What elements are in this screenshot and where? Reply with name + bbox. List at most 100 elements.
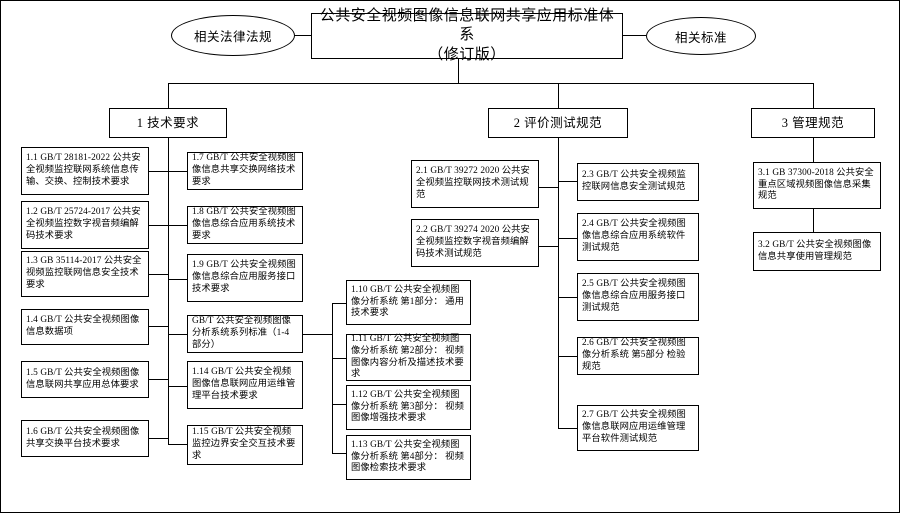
connector-drop-sec2 bbox=[558, 83, 559, 108]
node-1.9-label: 1.9 GB/T 公共安全视频图像信息综合应用服务接口技术要求 bbox=[192, 260, 296, 294]
node-1.3[interactable]: 1.3 GB 35114-2017 公共安全视频监控联网信息安全技术要求 bbox=[21, 251, 149, 297]
node-2.7[interactable]: 2.7 GB/T 公共安全视频图像信息联网应用运维管理平台软件测试规范 bbox=[577, 405, 699, 451]
node-1.12[interactable]: 1.12 GB/T 公共安全视频图像分析系统 第3部分： 视频图像增强技术要求 bbox=[346, 385, 471, 430]
node-1.8-label: 1.8 GB/T 公共安全视频图像信息综合应用系统技术要求 bbox=[192, 207, 296, 241]
connector-series-1.12 bbox=[332, 404, 346, 405]
connector-sec2-2.5 bbox=[558, 297, 577, 298]
connector-sec1-1.7 bbox=[168, 171, 187, 172]
node-2.6[interactable]: 2.6 GB/T 公共安全视频图像分析系统 第5部分 检验规范 bbox=[577, 337, 699, 375]
node-right-ellipse[interactable]: 相关标准 bbox=[646, 17, 756, 55]
node-1.13-label: 1.13 GB/T 公共安全视频图像分析系统 第4部分： 视频图像检索技术要求 bbox=[351, 439, 464, 474]
connector-sec1-1.15 bbox=[168, 444, 187, 445]
node-3.2[interactable]: 3.2 GB/T 公共安全视频图像信息共享使用管理规范 bbox=[753, 232, 881, 271]
connector-series-1.10 bbox=[332, 303, 346, 304]
node-2.5-label: 2.5 GB/T 公共安全视频图像信息综合应用服务接口测试规范 bbox=[582, 279, 686, 313]
connector-sec3-3.1-3.2 bbox=[813, 209, 814, 232]
node-series-label: GB/T 公共安全视频图像分析系统系列标准（1-4部分） bbox=[192, 316, 292, 350]
connector-title-down bbox=[458, 59, 459, 83]
node-1.10-label: 1.10 GB/T 公共安全视频图像分析系统 第1部分： 通用技术要求 bbox=[351, 284, 464, 319]
connector-sec1-1.3 bbox=[149, 274, 168, 275]
node-section-3[interactable]: 3 管理规范 bbox=[751, 108, 875, 138]
node-3.1[interactable]: 3.1 GB 37300-2018 公共安全重点区域视频图像信息采集规范 bbox=[753, 162, 881, 209]
node-2.2[interactable]: 2.2 GB/T 39274 2020 公共安全视频监控数字视音频编解码技术测试… bbox=[411, 219, 539, 267]
title-text: 公共安全视频图像信息联网共享应用标准体系 （修订版） bbox=[316, 7, 618, 65]
connector-sec1-1.14 bbox=[168, 386, 187, 387]
connector-left-ellipse bbox=[294, 35, 312, 36]
connector-sec1-1.4 bbox=[149, 326, 168, 327]
node-1.5[interactable]: 1.5 GB/T 公共安全视频图像信息联网共享应用总体要求 bbox=[21, 361, 149, 398]
node-1.2-label: 1.2 GB/T 25724-2017 公共安全视频监控数字视音频编解码技术要求 bbox=[26, 207, 141, 241]
node-1.2[interactable]: 1.2 GB/T 25724-2017 公共安全视频监控数字视音频编解码技术要求 bbox=[21, 201, 149, 249]
node-1.11-label: 1.11 GB/T 公共安全视频图像分析系统 第2部分： 视频图像内容分析及描述… bbox=[351, 333, 464, 380]
section-1-label: 1 技术要求 bbox=[136, 116, 200, 130]
node-1.6-label: 1.6 GB/T 公共安全视频图像共享交换平台技术要求 bbox=[26, 426, 140, 449]
node-2.3-label: 2.3 GB/T 公共安全视频监控联网信息安全测试规范 bbox=[582, 170, 686, 192]
connector-drop-sec3 bbox=[813, 83, 814, 108]
node-1.11[interactable]: 1.11 GB/T 公共安全视频图像分析系统 第2部分： 视频图像内容分析及描述… bbox=[346, 334, 471, 381]
connector-main-bus bbox=[168, 83, 813, 84]
connector-series-1.13 bbox=[332, 453, 346, 454]
node-2.7-label: 2.7 GB/T 公共安全视频图像信息联网应用运维管理平台软件测试规范 bbox=[582, 410, 686, 444]
connector-series-out bbox=[303, 334, 332, 335]
section-3-label: 3 管理规范 bbox=[781, 116, 845, 130]
connector-sec1-1.8 bbox=[168, 225, 187, 226]
connector-sec1-series bbox=[168, 334, 187, 335]
node-1.8[interactable]: 1.8 GB/T 公共安全视频图像信息综合应用系统技术要求 bbox=[187, 206, 303, 244]
connector-sec3-drop bbox=[813, 138, 814, 162]
node-2.6-label: 2.6 GB/T 公共安全视频图像分析系统 第5部分 检验规范 bbox=[582, 338, 686, 372]
node-left-ellipse[interactable]: 相关法律法规 bbox=[171, 15, 295, 56]
node-2.3[interactable]: 2.3 GB/T 公共安全视频监控联网信息安全测试规范 bbox=[577, 163, 699, 201]
left-ellipse-label: 相关法律法规 bbox=[193, 30, 272, 44]
connector-series-subspine bbox=[332, 303, 333, 453]
node-2.1-label: 2.1 GB/T 39272 2020 公共安全视频监控联网技术测试规范 bbox=[416, 166, 530, 200]
node-1.4-label: 1.4 GB/T 公共安全视频图像信息数据项 bbox=[26, 315, 140, 337]
node-3.2-label: 3.2 GB/T 公共安全视频图像信息共享使用管理规范 bbox=[758, 239, 872, 262]
connector-sec1-1.5 bbox=[149, 379, 168, 380]
node-2.5[interactable]: 2.5 GB/T 公共安全视频图像信息综合应用服务接口测试规范 bbox=[577, 273, 699, 321]
connector-sec2-2.3 bbox=[558, 181, 577, 182]
connector-sec1-spine bbox=[168, 138, 169, 445]
node-1.6[interactable]: 1.6 GB/T 公共安全视频图像共享交换平台技术要求 bbox=[21, 420, 149, 457]
connector-drop-sec1 bbox=[168, 83, 169, 108]
connector-sec2-2.1 bbox=[539, 187, 558, 188]
connector-right-ellipse bbox=[622, 35, 646, 36]
node-1.14[interactable]: 1.14 GB/T 公共安全视频图像信息联网应用运维管理平台技术要求 bbox=[187, 361, 303, 409]
connector-series-1.11 bbox=[332, 358, 346, 359]
node-1.5-label: 1.5 GB/T 公共安全视频图像信息联网共享应用总体要求 bbox=[26, 367, 140, 390]
title-line-2: （修订版） bbox=[428, 46, 506, 63]
node-1.7[interactable]: 1.7 GB/T 公共安全视频图像信息共享交换网络技术要求 bbox=[187, 152, 303, 190]
connector-sec1-1.9 bbox=[168, 279, 187, 280]
node-series[interactable]: GB/T 公共安全视频图像分析系统系列标准（1-4部分） bbox=[187, 315, 303, 353]
node-2.2-label: 2.2 GB/T 39274 2020 公共安全视频监控数字视音频编解码技术测试… bbox=[416, 225, 530, 259]
right-ellipse-label: 相关标准 bbox=[674, 30, 727, 45]
node-1.15-label: 1.15 GB/T 公共安全视频监控边界安全交互技术要求 bbox=[192, 427, 296, 461]
node-1.15[interactable]: 1.15 GB/T 公共安全视频监控边界安全交互技术要求 bbox=[187, 425, 303, 465]
node-2.4-label: 2.4 GB/T 公共安全视频图像信息综合应用系统软件测试规范 bbox=[582, 219, 686, 253]
node-1.1[interactable]: 1.1 GB/T 28181-2022 公共安全视频监控联网系统信息传输、交换、… bbox=[21, 147, 149, 195]
title-line-1: 公共安全视频图像信息联网共享应用标准体系 bbox=[319, 8, 615, 44]
node-3.1-label: 3.1 GB 37300-2018 公共安全重点区域视频图像信息采集规范 bbox=[758, 167, 874, 202]
node-1.12-label: 1.12 GB/T 公共安全视频图像分析系统 第3部分： 视频图像增强技术要求 bbox=[351, 389, 464, 424]
connector-sec1-1.2 bbox=[149, 225, 168, 226]
connector-sec1-1.1 bbox=[149, 171, 168, 172]
node-1.9[interactable]: 1.9 GB/T 公共安全视频图像信息综合应用服务接口技术要求 bbox=[187, 254, 303, 302]
node-1.7-label: 1.7 GB/T 公共安全视频图像信息共享交换网络技术要求 bbox=[192, 153, 296, 187]
section-2-label: 2 评价测试规范 bbox=[513, 116, 603, 130]
connector-sec2-2.7 bbox=[558, 428, 577, 429]
node-section-2[interactable]: 2 评价测试规范 bbox=[488, 108, 628, 138]
connector-sec2-2.6 bbox=[558, 356, 577, 357]
node-2.4[interactable]: 2.4 GB/T 公共安全视频图像信息综合应用系统软件测试规范 bbox=[577, 213, 699, 261]
node-1.10[interactable]: 1.10 GB/T 公共安全视频图像分析系统 第1部分： 通用技术要求 bbox=[346, 280, 471, 325]
node-1.13[interactable]: 1.13 GB/T 公共安全视频图像分析系统 第4部分： 视频图像检索技术要求 bbox=[346, 435, 471, 480]
node-1.4[interactable]: 1.4 GB/T 公共安全视频图像信息数据项 bbox=[21, 309, 149, 345]
connector-sec2-2.2 bbox=[539, 246, 558, 247]
connector-sec2-spine bbox=[558, 138, 559, 428]
node-title[interactable]: 公共安全视频图像信息联网共享应用标准体系 （修订版） bbox=[311, 8, 623, 63]
node-section-1[interactable]: 1 技术要求 bbox=[109, 108, 227, 138]
node-2.1[interactable]: 2.1 GB/T 39272 2020 公共安全视频监控联网技术测试规范 bbox=[411, 160, 539, 208]
connector-sec2-2.4 bbox=[558, 238, 577, 239]
node-1.14-label: 1.14 GB/T 公共安全视频图像信息联网应用运维管理平台技术要求 bbox=[192, 367, 296, 401]
connector-sec1-1.6 bbox=[149, 438, 168, 439]
node-1.1-label: 1.1 GB/T 28181-2022 公共安全视频监控联网系统信息传输、交换、… bbox=[26, 153, 141, 187]
